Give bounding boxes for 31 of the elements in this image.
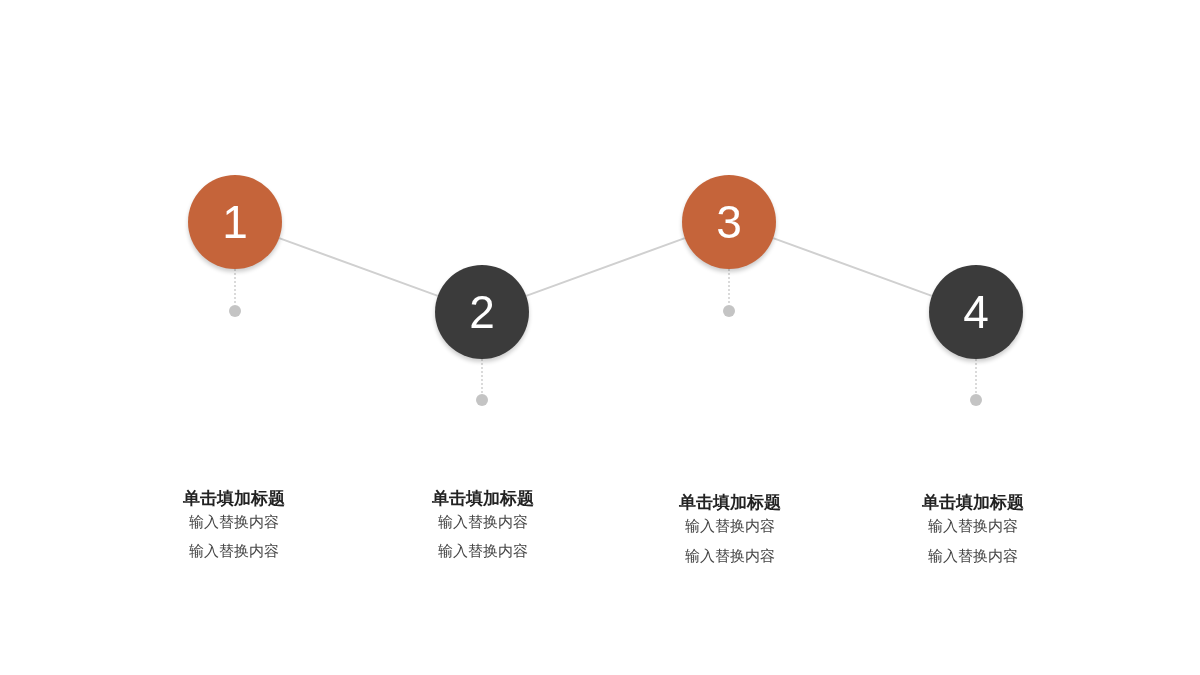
step-title: 单击填加标题	[921, 491, 1025, 514]
step-circle	[188, 175, 282, 269]
dot-marker	[723, 305, 735, 317]
step-description: 输入替换内容	[684, 517, 776, 536]
step-number: 4	[963, 289, 989, 335]
step-description: 输入替换内容	[927, 517, 1019, 536]
step-circle	[929, 265, 1023, 359]
leader-line	[481, 358, 483, 395]
step-description: 输入替换内容	[188, 542, 280, 561]
step-title: 单击填加标题	[182, 487, 286, 510]
step-title: 单击填加标题	[431, 487, 535, 510]
leader-line	[728, 268, 730, 306]
leader-line	[975, 358, 977, 395]
step-circle	[435, 265, 529, 359]
leader-line	[234, 268, 236, 306]
connector-line	[278, 237, 439, 297]
step-description: 输入替换内容	[188, 513, 280, 532]
step-number: 3	[716, 199, 742, 245]
step-number: 2	[469, 289, 495, 335]
dot-marker	[229, 305, 241, 317]
connector-line	[772, 237, 933, 297]
connector-line	[525, 237, 686, 297]
step-number: 1	[222, 199, 248, 245]
step-circle	[682, 175, 776, 269]
step-description: 输入替换内容	[927, 547, 1019, 566]
dot-marker	[476, 394, 488, 406]
step-description: 输入替换内容	[437, 542, 529, 561]
step-title: 单击填加标题	[678, 491, 782, 514]
dot-marker	[970, 394, 982, 406]
step-description: 输入替换内容	[437, 513, 529, 532]
step-description: 输入替换内容	[684, 547, 776, 566]
